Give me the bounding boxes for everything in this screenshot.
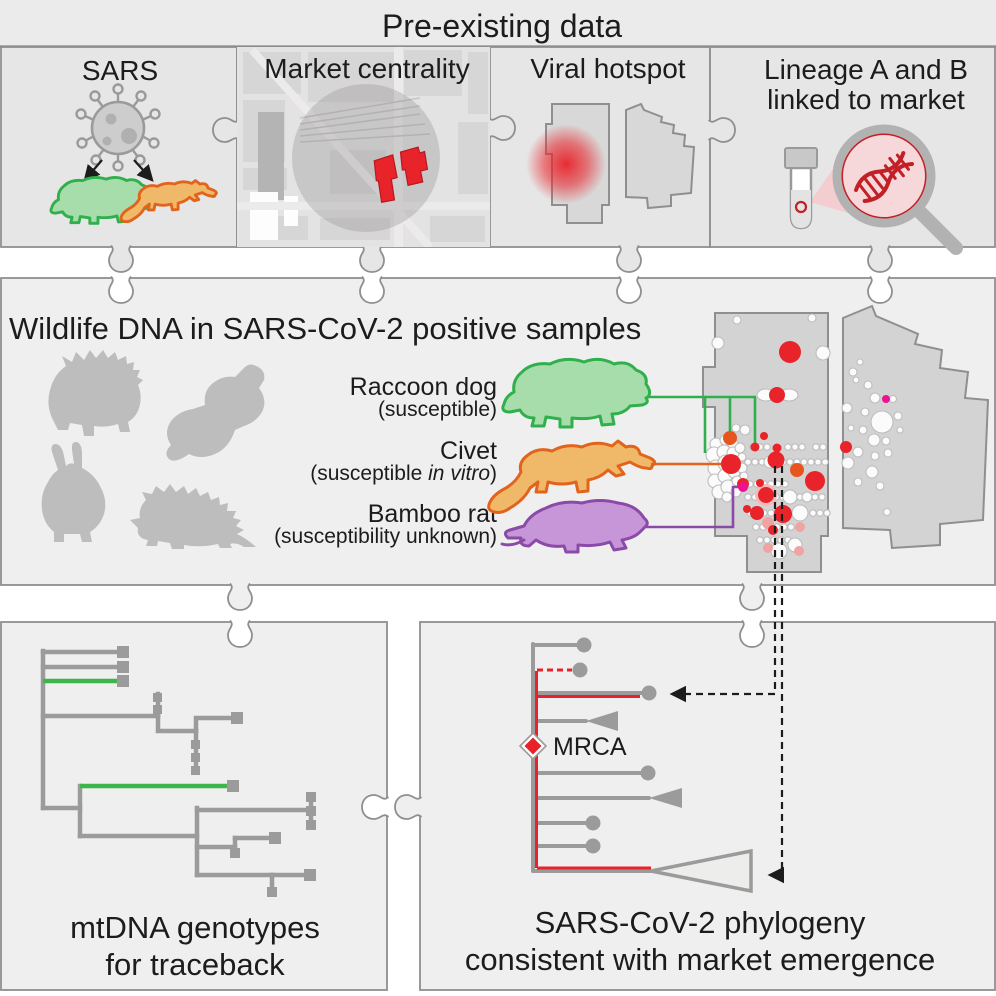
bamboo-rat-icon: [503, 499, 649, 554]
lineage-a-clade-triangle: [650, 848, 753, 894]
test-tube-icon: [784, 147, 818, 230]
viral-hotspot-title: Viral hotspot: [530, 53, 685, 84]
mtdna-tree: mtDNA genotypes for traceback: [40, 646, 320, 982]
top-banner: [0, 0, 996, 46]
positive-sample-dots: [721, 341, 890, 556]
pre-existing-data-title: Pre-existing data: [382, 8, 622, 44]
market-centrality-title: Market centrality: [264, 53, 469, 84]
dashed-connectors: [669, 466, 785, 884]
mrca-label: MRCA: [553, 733, 627, 761]
sars-virus-icon: [75, 83, 161, 172]
raccoon-dog-status: (susceptible): [378, 398, 497, 421]
lineage-title-line1: Lineage A and B: [764, 54, 968, 85]
sars-panel: SARS: [49, 55, 218, 225]
mrca-diamond: [518, 731, 548, 761]
centrality-circle: [292, 84, 440, 232]
puzzle-piece-phylogeny: [419, 621, 996, 991]
lineage-panel: Lineage A and B linked to market: [764, 54, 968, 255]
phylogeny-caption-line2: consistent with market emergence: [465, 942, 935, 977]
puzzle-tabs: [108, 115, 893, 820]
bamboo-rat-status: (susceptibility unknown): [274, 525, 497, 548]
tree-tip-dots: [572, 637, 657, 854]
civet-label: Civet: [440, 437, 497, 465]
market-buildings-red: [373, 146, 429, 203]
viral-hotspot-panel: Viral hotspot: [526, 53, 696, 224]
phylogeny-caption-line1: SARS-CoV-2 phylogeny: [535, 905, 866, 940]
sarscov2-tree: MRCA SARS-CoV-2 phylogeny consistent wit…: [465, 637, 935, 977]
porcupine-silhouette: [48, 350, 143, 436]
mtdna-caption-line1: mtDNA genotypes: [70, 910, 320, 945]
spillover-arrows: [83, 159, 154, 182]
bamboo-rat-tail: [500, 538, 526, 547]
otter-silhouette: [166, 364, 265, 461]
collapsed-clade-2: [649, 788, 682, 808]
magenta-sample-dot: [738, 482, 748, 492]
dashed-connector-lineage-a: [767, 466, 785, 884]
hotspot-blob: [526, 124, 606, 204]
market-centrality-map: [237, 47, 490, 247]
species-labels: Raccoon dog (susceptible) Civet (suscept…: [274, 373, 497, 548]
species-connectors: [646, 395, 757, 529]
gray-animal-silhouettes: [41, 350, 265, 549]
hedgehog-silhouette: [130, 484, 256, 549]
wildlife-title: Wildlife DNA in SARS-CoV-2 positive samp…: [9, 311, 641, 346]
mtdna-caption-line2: for traceback: [105, 947, 285, 982]
sars-title: SARS: [82, 55, 158, 86]
magnifier-dna-icon: [832, 124, 963, 255]
civet-status: (susceptible in vitro): [310, 462, 497, 485]
puzzle-piece-wildlife: [0, 277, 996, 586]
collapsed-clade-1: [586, 711, 618, 731]
rabbit-silhouette: [41, 441, 106, 542]
lineage-title-line2: linked to market: [767, 84, 965, 115]
bamboo-rat-label: Bamboo rat: [368, 500, 497, 528]
dna-helix-icon: [854, 151, 914, 203]
stall-dots-east: [841, 358, 904, 517]
mtdna-tree-tips: [117, 646, 316, 897]
east-hall-outline-small: [625, 102, 696, 210]
raccoon-dog-label: Raccoon dog: [350, 373, 497, 401]
wildlife-panel: Wildlife DNA in SARS-CoV-2 positive samp…: [9, 304, 990, 573]
dashed-connector-lineage-b: [669, 466, 777, 703]
